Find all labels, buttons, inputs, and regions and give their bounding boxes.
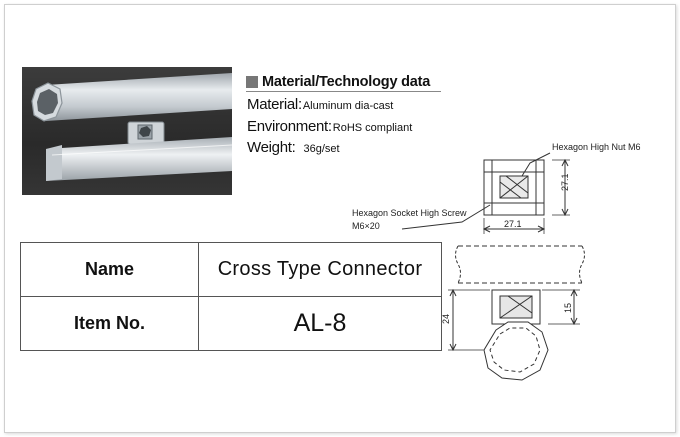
spec-environment: Environment:RoHS compliant bbox=[247, 118, 412, 136]
side-dimension: 15 bbox=[563, 303, 573, 313]
heading-square-icon bbox=[246, 76, 258, 88]
table-row-name: Name Cross Type Connector bbox=[21, 243, 441, 297]
material-label: Material: bbox=[247, 96, 302, 113]
screw-size-label: M6×20 bbox=[352, 221, 380, 231]
item-label: Item No. bbox=[21, 297, 199, 350]
name-label: Name bbox=[21, 243, 199, 296]
connector-photo-image bbox=[31, 73, 232, 181]
material-value: Aluminum dia-cast bbox=[302, 100, 394, 112]
environment-label: Environment: bbox=[247, 118, 332, 135]
screw-label: Hexagon Socket High Screw bbox=[352, 208, 467, 218]
info-table: Name Cross Type Connector Item No. AL-8 bbox=[20, 242, 442, 351]
spec-title: Material/Technology data bbox=[262, 74, 431, 90]
product-photo bbox=[22, 67, 232, 195]
environment-value: RoHS compliant bbox=[332, 122, 413, 134]
weight-value: 36g/set bbox=[303, 143, 340, 155]
nut-label: Hexagon High Nut M6 bbox=[552, 142, 641, 152]
weight-label: Weight: bbox=[247, 139, 296, 156]
table-row-item: Item No. AL-8 bbox=[21, 297, 441, 350]
total-height-dimension: 24 bbox=[441, 314, 451, 324]
spec-weight: Weight: 36g/set bbox=[247, 139, 340, 157]
height-dimension: 27.1 bbox=[560, 173, 570, 191]
spec-divider bbox=[246, 91, 441, 92]
spec-heading: Material/Technology data bbox=[246, 74, 430, 90]
width-dimension: 27.1 bbox=[504, 219, 522, 229]
spec-material: Material:Aluminum dia-cast bbox=[247, 96, 393, 114]
name-value: Cross Type Connector bbox=[217, 258, 423, 280]
item-value: AL-8 bbox=[293, 309, 347, 337]
